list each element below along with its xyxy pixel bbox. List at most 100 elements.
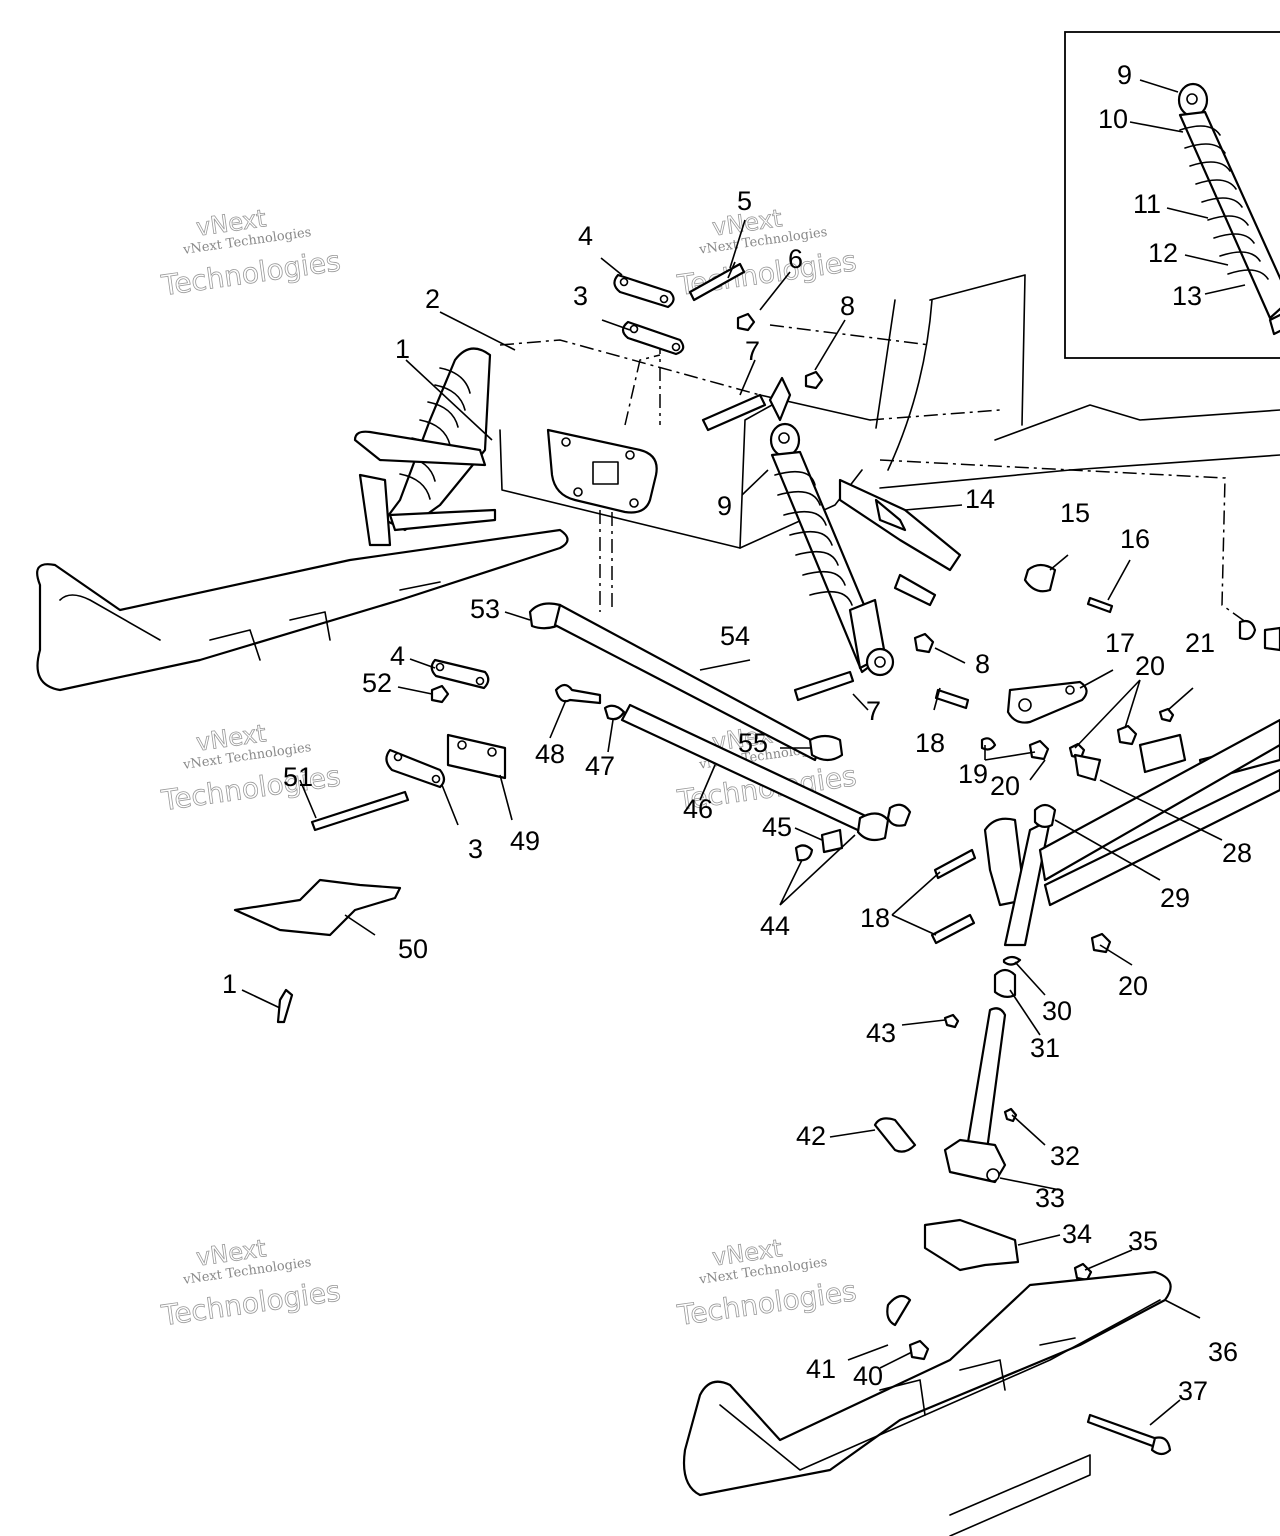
nut-44 [794, 844, 814, 862]
callout-c18b: 18 [860, 903, 890, 933]
callout-c54: 54 [720, 621, 750, 651]
left-suspension [36, 347, 569, 692]
nut-40 [908, 1339, 930, 1361]
bracket-28 [1073, 753, 1102, 782]
block-28 [1138, 733, 1187, 774]
inset-shock-absorber [1177, 82, 1280, 336]
leader-lines [241, 79, 1246, 1426]
callout-c51: 51 [283, 762, 313, 792]
callout-c1a: 1 [395, 334, 410, 364]
nut-35 [1073, 1262, 1093, 1282]
callout-c8b: 8 [975, 649, 990, 679]
bushing-55 [808, 734, 844, 762]
callout-c11: 11 [1133, 189, 1161, 219]
callout-c1b: 1 [222, 969, 237, 999]
callout-c20b: 20 [990, 771, 1020, 801]
callout-c32: 32 [1050, 1141, 1080, 1171]
callout-c5: 5 [737, 186, 752, 216]
spindle-bracket [983, 817, 1027, 907]
callout-c49: 49 [510, 826, 540, 856]
cotter-16 [1086, 596, 1114, 614]
callout-c45: 45 [762, 812, 792, 842]
fitting-32 [1003, 1107, 1018, 1123]
callout-c30: 30 [1042, 996, 1072, 1026]
callout-c8a: 8 [840, 291, 855, 321]
hardware [233, 370, 1280, 1024]
callout-c44: 44 [760, 911, 790, 941]
bushing-15 [1023, 563, 1057, 593]
bolt-1-lower [276, 988, 294, 1024]
callout-c48: 48 [535, 739, 565, 769]
fitting-21 [1158, 707, 1175, 723]
callout-c16: 16 [1120, 524, 1150, 554]
ski-36 [682, 1270, 1172, 1497]
callout-c4b: 4 [390, 641, 405, 671]
nut-8-lower [913, 632, 935, 654]
callout-c55: 55 [738, 728, 768, 758]
right-ski [682, 1218, 1172, 1536]
callout-c46: 46 [683, 794, 713, 824]
fitting-43 [943, 1013, 960, 1029]
bracket-49 [446, 733, 507, 780]
callout-c33: 33 [1035, 1183, 1065, 1213]
callout-c37: 37 [1178, 1376, 1208, 1406]
callout-c9a: 9 [717, 491, 732, 521]
callout-c28: 28 [1222, 838, 1252, 868]
callout-c29: 29 [1160, 883, 1190, 913]
callout-c20c: 20 [1118, 971, 1148, 1001]
callout-c47: 47 [585, 751, 615, 781]
callout-c43: 43 [866, 1018, 896, 1048]
callout-c3b: 3 [468, 834, 483, 864]
link-plate-4-lower [430, 658, 490, 690]
callout-labels: 1 2 3 4 5 6 7 8 9 14 15 16 9 10 11 12 13… [222, 60, 1252, 1406]
callout-c35: 35 [1128, 1226, 1158, 1256]
callout-c36: 36 [1208, 1337, 1238, 1367]
bolt-18-middle [933, 848, 977, 880]
nut-20-upper [1028, 739, 1050, 761]
callout-c12: 12 [1148, 238, 1178, 268]
watermark-middle-left: vNext vNext Technologies Technologies [158, 719, 343, 818]
tie-rod-54 [553, 603, 822, 762]
callout-c13: 13 [1172, 281, 1202, 311]
sleeve-42 [873, 1117, 917, 1153]
bolt-18-lower [930, 913, 976, 945]
watermark-bottom-left: vNext vNext Technologies Technologies [158, 1234, 343, 1333]
callout-c31: 31 [1030, 1033, 1060, 1063]
callout-c18a: 18 [915, 728, 945, 758]
bolt-7-upper [701, 393, 767, 432]
nut-8-upper [804, 370, 824, 390]
callout-c7b: 7 [866, 696, 881, 726]
spindle-assembly [873, 718, 1280, 1184]
spindle-shaft [963, 1007, 1007, 1167]
nut-52 [430, 684, 450, 704]
callout-c17: 17 [1105, 628, 1135, 658]
callout-c53: 53 [470, 594, 500, 624]
bulkhead-frame [499, 274, 1280, 626]
tie-rod-end-48 [554, 683, 602, 705]
bolt-18-upper [934, 688, 970, 710]
right-shock-absorber [768, 376, 895, 677]
shock-detail-inset [1064, 31, 1280, 359]
callout-c6: 6 [788, 244, 803, 274]
callout-c2: 2 [425, 284, 440, 314]
link-plate-4-upper [613, 273, 675, 309]
bolt-51 [310, 790, 410, 832]
callout-c19: 19 [958, 759, 988, 789]
callout-c9b: 9 [1117, 60, 1132, 90]
callout-c42: 42 [796, 1121, 826, 1151]
cotter-41 [886, 1294, 912, 1327]
upper-link-parts [613, 261, 756, 356]
watermark-bottom-center: vNext vNext Technologies Technologies [674, 1234, 859, 1333]
wear-bar-34 [923, 1218, 1020, 1272]
callout-c41: 41 [806, 1354, 836, 1384]
callout-c7a: 7 [745, 336, 760, 366]
sleeve-45 [820, 828, 844, 854]
callout-c50: 50 [398, 934, 428, 964]
callout-c10: 10 [1098, 104, 1128, 134]
bushing-29 [1033, 803, 1057, 829]
bolt-7-lower [793, 670, 855, 702]
upper-a-arm [838, 478, 962, 607]
callout-c21: 21 [1185, 628, 1215, 658]
skid-plate-50 [233, 878, 402, 937]
